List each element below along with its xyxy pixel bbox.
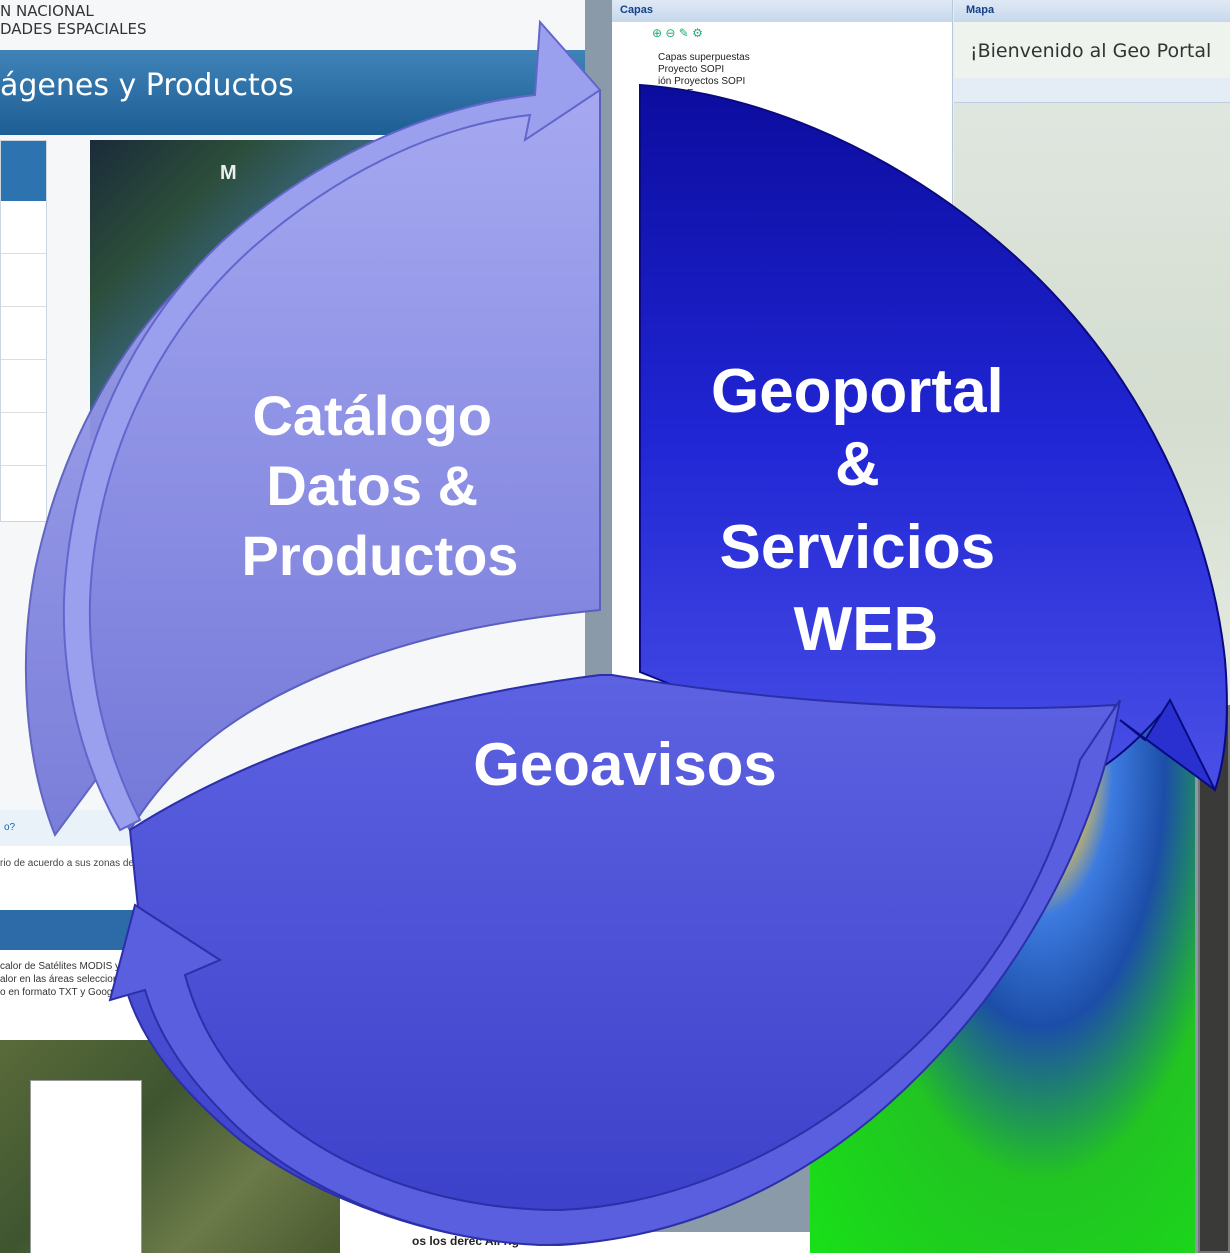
map-title: Mapa [954, 0, 1230, 22]
org-name: N NACIONAL DADES ESPACIALES [0, 2, 147, 38]
label-catalogo-line3: Productos [242, 524, 519, 587]
catalog-side-table [0, 140, 47, 522]
layers-title: Capas [612, 0, 952, 22]
image-badge: M [220, 162, 237, 184]
layer-item: Proyecto SOPI [658, 64, 725, 75]
welcome-text: ¡Bienvenido al Geo Portal [970, 40, 1212, 62]
label-catalogo-line1: Catálogo [252, 384, 492, 447]
segment-catalogo [24, 19, 602, 838]
map-toolbar [954, 78, 1230, 103]
segment-geoavisos [108, 674, 1121, 1247]
layer-item: ión Proyectos SOPI [658, 76, 746, 87]
label-geoportal-line2: & [835, 430, 880, 499]
segment-geoportal [639, 83, 1228, 793]
satellite-dark-screenshot [1198, 705, 1230, 1253]
info-popup [30, 1080, 142, 1253]
intro-line: rio de acuerdo a sus zonas de [0, 858, 134, 869]
catalog-heading: ágenes y Productos [0, 68, 294, 103]
label-geoportal-line3: Servicios [720, 513, 996, 582]
label-catalogo-line2: Datos & [266, 454, 478, 517]
description: calor de Satélites MODIS y NPP. alor en … [0, 961, 177, 998]
label-geoportal: Geoportal & Servicios WEB [711, 357, 1021, 664]
label-geoavisos: Geoavisos [473, 731, 777, 798]
layers-toolbar: ⊕ ⊖ ✎ ⚙ [652, 26, 703, 40]
label-geoportal-line1: Geoportal [711, 357, 1004, 426]
label-catalogo: Catálogo Datos & Productos [242, 384, 519, 587]
layer-item: Capas superpuestas [658, 52, 750, 63]
label-geoportal-line4: WEB [794, 595, 939, 664]
